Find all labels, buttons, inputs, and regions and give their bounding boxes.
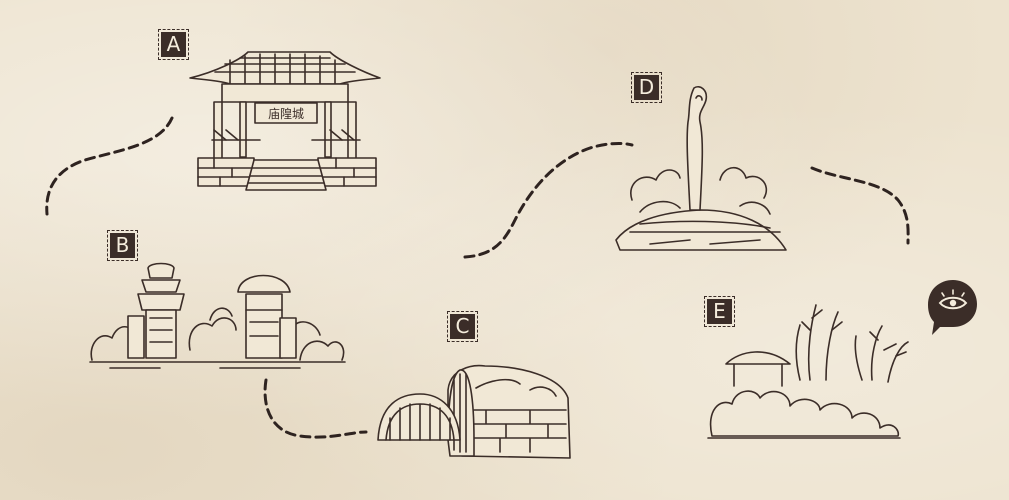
statue-illustration [615,85,787,251]
marker-a[interactable]: A [158,29,189,60]
marker-d[interactable]: D [631,72,662,103]
temple-plaque: 庙隍城 [268,107,304,121]
temple-illustration: 庙隍城 [189,51,381,191]
route-path [810,166,910,245]
eye-icon [949,299,957,307]
marker-e[interactable]: E [704,296,735,327]
route-path [263,378,368,439]
garden-illustration [707,304,909,439]
marker-c[interactable]: C [447,311,478,342]
tomb-illustration [377,364,571,459]
view-button[interactable] [928,280,977,335]
route-path [463,141,634,259]
marker-b[interactable]: B [107,230,138,261]
towers-illustration [89,262,346,369]
route-path [45,116,174,216]
